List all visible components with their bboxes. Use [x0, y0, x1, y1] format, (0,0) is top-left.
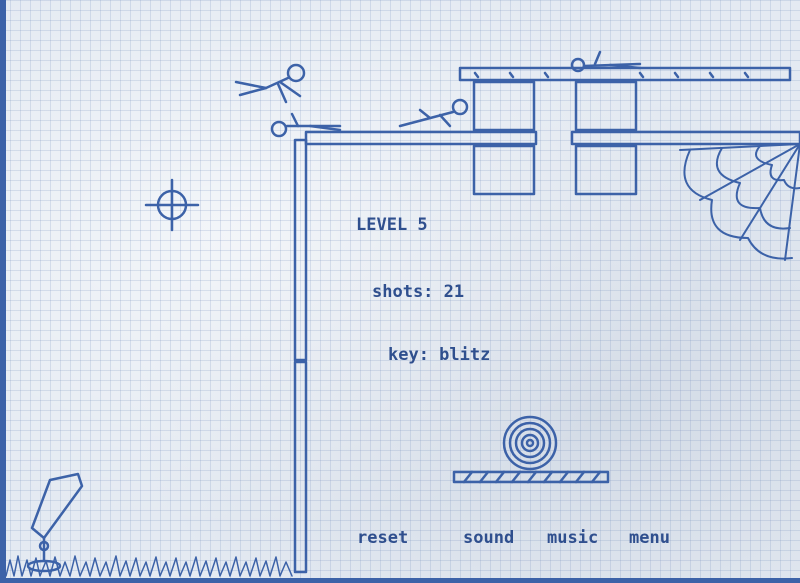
sound-button[interactable]: sound — [463, 528, 515, 548]
top-ledge — [458, 66, 792, 82]
menu-button[interactable]: menu — [629, 528, 670, 548]
bottom-platform — [452, 470, 610, 484]
stickman-lying — [398, 98, 469, 128]
vertical-wall — [293, 138, 308, 574]
stickman-lying — [270, 112, 342, 138]
music-button[interactable]: music — [547, 528, 599, 548]
reset-button[interactable]: reset — [357, 528, 409, 548]
wooden-box — [472, 80, 638, 196]
shots-counter: shots: 21 — [372, 282, 465, 302]
target-icon — [502, 415, 558, 471]
main-platform — [304, 130, 800, 146]
grass — [5, 555, 293, 577]
stickman-falling — [234, 63, 306, 104]
left-border — [0, 0, 6, 583]
stickman-lying — [570, 50, 642, 73]
bottom-border — [0, 578, 800, 583]
level-key: key: blitz — [388, 345, 491, 365]
level-label: LEVEL 5 — [356, 215, 428, 235]
spider-web-icon — [679, 143, 800, 261]
crosshair-icon — [144, 178, 200, 232]
